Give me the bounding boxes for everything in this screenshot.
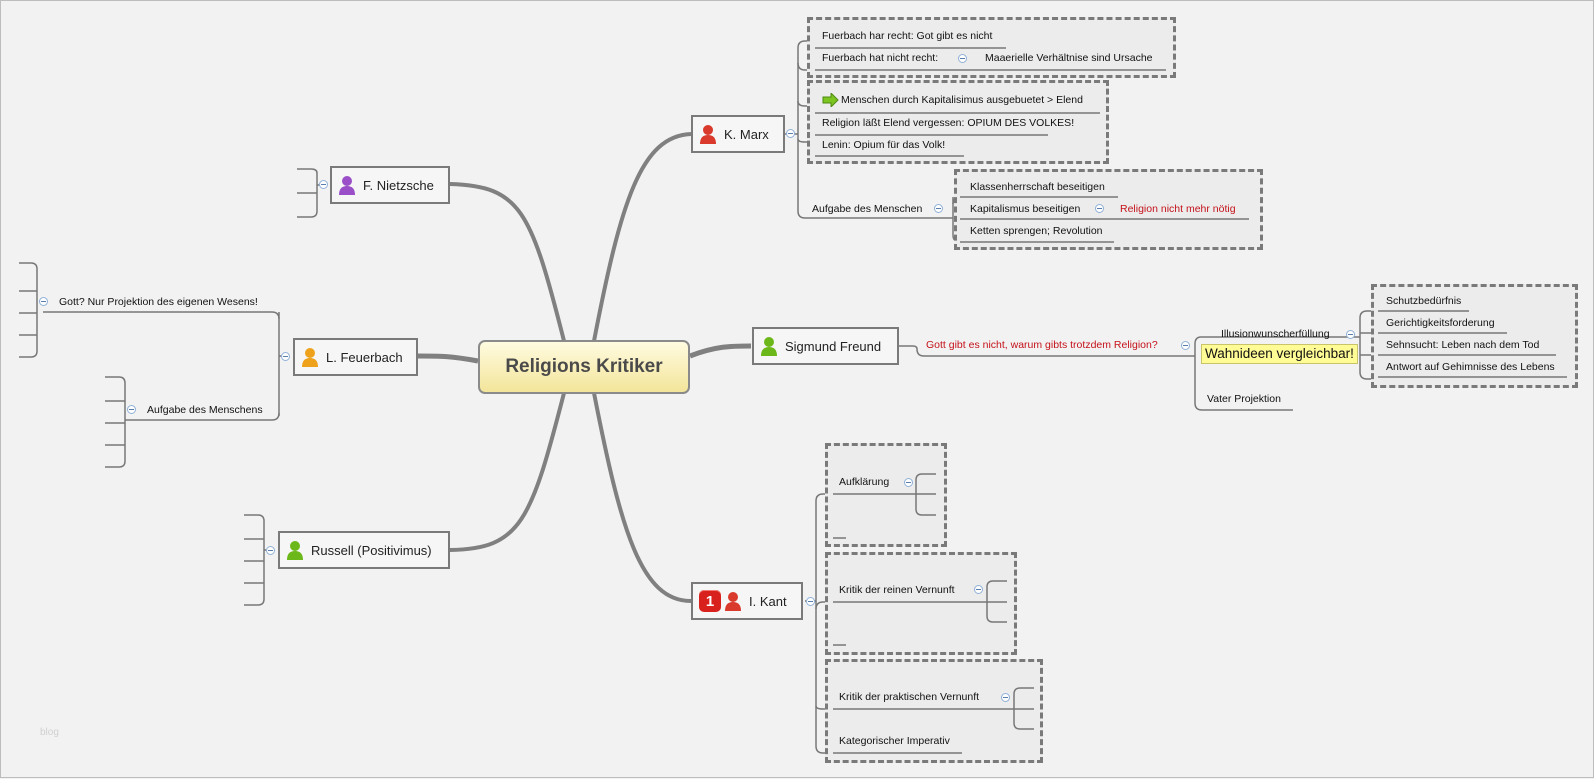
collapse-icon[interactable] (127, 405, 136, 414)
topic-freund-label: Sigmund Freund (785, 338, 882, 354)
feuerbach-aufgabe[interactable]: Aufgabe des Menschens (147, 404, 263, 416)
kant-aufklarung-boundary (825, 443, 947, 547)
collapse-icon[interactable] (974, 585, 983, 594)
central-topic[interactable]: Religions Kritiker (478, 340, 690, 394)
priority-1-icon: 1 (699, 590, 721, 612)
marx-religion-elend[interactable]: Religion läßt Elend vergessen: OPIUM DES… (822, 117, 1075, 129)
freund-illusion[interactable]: Illusionwunscherfüllung (1221, 328, 1330, 340)
topic-feuerbach-label: L. Feuerbach (326, 349, 403, 365)
freund-gott-gibt[interactable]: Gott gibt es nicht, warum gibts trotzdem… (926, 339, 1158, 351)
marx-ausgebeutet-label: Menschen durch Kapitalisimus ausgebuetet… (841, 93, 1083, 106)
topic-kant[interactable]: 1 I. Kant (691, 582, 803, 620)
topic-kant-label: I. Kant (749, 593, 787, 609)
marx-ketten[interactable]: Ketten sprengen; Revolution (970, 225, 1103, 237)
feuerbach-gott[interactable]: Gott? Nur Projektion des eigenen Wesens! (59, 296, 258, 308)
collapse-icon[interactable] (958, 54, 967, 63)
marx-ausgebeutet[interactable]: Menschen durch Kapitalisimus ausgebuetet… (822, 93, 1083, 107)
freund-wahnideen[interactable]: Wahnideen vergleichbar! (1201, 344, 1358, 364)
freund-illusion-boundary (1371, 284, 1578, 388)
watermark: blog (40, 727, 59, 738)
kant-praktisch-boundary (825, 659, 1043, 763)
kant-praktisch[interactable]: Kritik der praktischen Vernunft (839, 691, 980, 703)
collapse-icon[interactable] (1001, 693, 1010, 702)
marx-fuerbach-recht[interactable]: Fuerbach har recht: Got gibt es nicht (822, 30, 993, 42)
collapse-icon[interactable] (786, 129, 795, 138)
person-icon (287, 541, 303, 560)
freund-vater[interactable]: Vater Projektion (1207, 393, 1281, 405)
person-icon (725, 592, 741, 611)
person-icon (302, 348, 318, 367)
topic-nietzsche-label: F. Nietzsche (363, 177, 434, 193)
person-icon (339, 176, 355, 195)
topic-russell[interactable]: Russell (Positivimus) (278, 531, 450, 569)
kant-aufklarung[interactable]: Aufklärung (839, 476, 890, 488)
arrow-right-icon (822, 93, 839, 107)
marx-fuerbach-nicht-recht[interactable]: Fuerbach hat nicht recht: (822, 52, 939, 64)
freund-schutz[interactable]: Schutzbedürfnis (1386, 295, 1462, 307)
collapse-icon[interactable] (281, 352, 290, 361)
kant-imperativ[interactable]: Kategorischer Imperativ (839, 735, 950, 747)
marx-kapitalismus[interactable]: Kapitalismus beseitigen (970, 203, 1081, 215)
marx-lenin[interactable]: Lenin: Opium für das Volk! (822, 139, 946, 151)
marx-opium-boundary (807, 80, 1109, 164)
marx-religion-nicht[interactable]: Religion nicht mehr nötig (1120, 203, 1236, 215)
marx-fuerbach-boundary (807, 17, 1176, 78)
collapse-icon[interactable] (934, 204, 943, 213)
topic-nietzsche[interactable]: F. Nietzsche (330, 166, 450, 204)
collapse-icon[interactable] (1095, 204, 1104, 213)
collapse-icon[interactable] (806, 597, 815, 606)
person-icon (700, 125, 716, 144)
freund-sehnsucht[interactable]: Sehnsucht: Leben nach dem Tod (1386, 339, 1540, 351)
marx-aufgabe-boundary (954, 169, 1263, 250)
collapse-icon[interactable] (1346, 330, 1355, 339)
topic-freund[interactable]: Sigmund Freund (752, 327, 899, 365)
collapse-icon[interactable] (904, 478, 913, 487)
kant-reine[interactable]: Kritik der reinen Vernunft (839, 584, 955, 596)
topic-marx[interactable]: K. Marx (691, 115, 785, 153)
kant-reine-boundary (825, 552, 1017, 655)
marx-aufgabe[interactable]: Aufgabe des Menschen (812, 203, 923, 215)
freund-gerechtigkeit[interactable]: Gerichtigkeitsforderung (1386, 317, 1495, 329)
topic-feuerbach[interactable]: L. Feuerbach (293, 338, 418, 376)
marx-maaerielle[interactable]: Maaerielle Verhältnise sind Ursache (985, 52, 1153, 64)
marx-klassen[interactable]: Klassenherrschaft beseitigen (970, 181, 1105, 193)
person-icon (761, 337, 777, 356)
freund-antwort[interactable]: Antwort auf Gehimnisse des Lebens (1386, 361, 1555, 373)
collapse-icon[interactable] (1181, 341, 1190, 350)
collapse-icon[interactable] (39, 297, 48, 306)
collapse-icon[interactable] (319, 180, 328, 189)
topic-marx-label: K. Marx (724, 126, 769, 142)
central-topic-label: Religions Kritiker (505, 356, 663, 377)
topic-russell-label: Russell (Positivimus) (311, 542, 432, 558)
collapse-icon[interactable] (266, 546, 275, 555)
